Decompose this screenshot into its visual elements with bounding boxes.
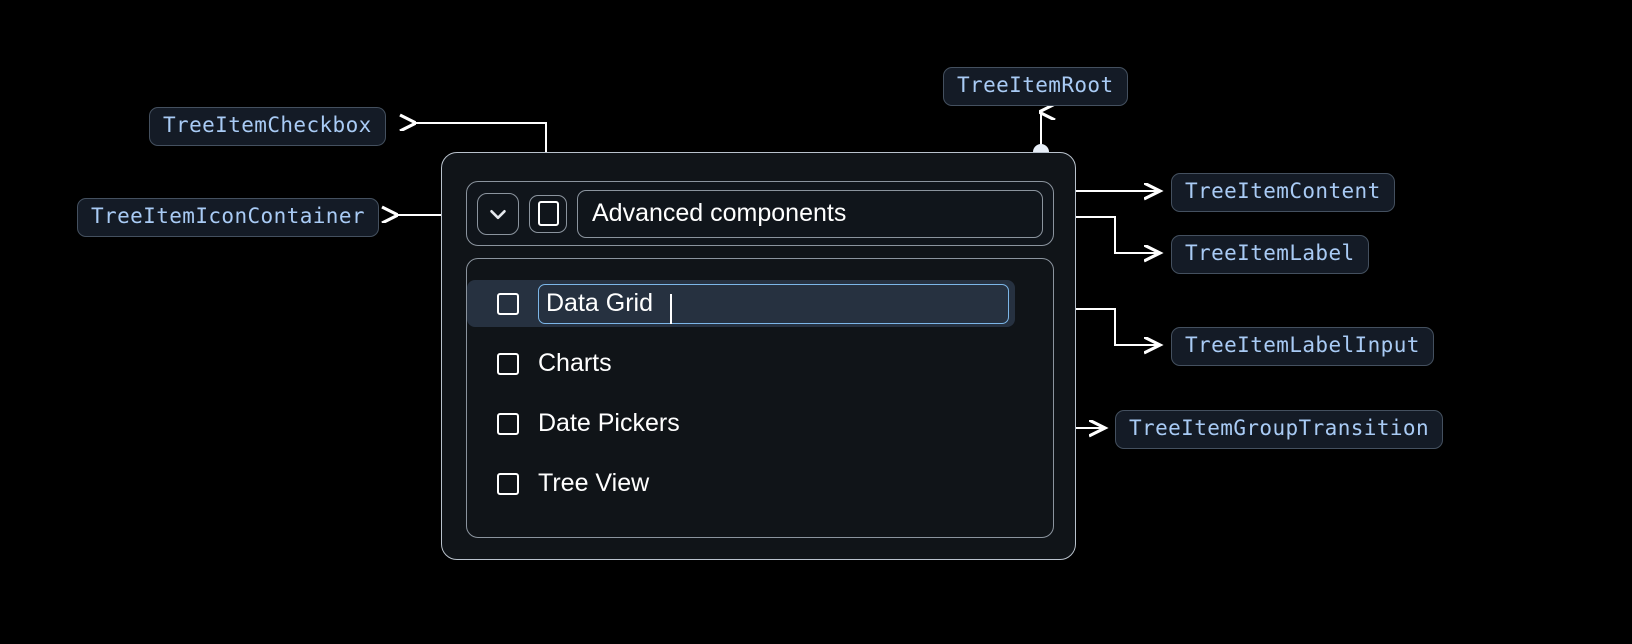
annotation-chip-checkbox: TreeItemCheckbox <box>149 107 386 146</box>
annotation-chip-label-input: TreeItemLabelInput <box>1171 327 1434 366</box>
tree-item-checkbox-date-pickers[interactable] <box>497 412 519 435</box>
tree-item-checkbox-charts[interactable] <box>497 352 519 375</box>
tree-item-label-tree-view: Tree View <box>538 469 650 497</box>
tree-item-label[interactable]: Advanced components <box>577 189 1043 238</box>
tree-item-group-transition: Charts Date Pickers Tree View <box>466 258 1054 538</box>
tree-item-icon-container[interactable] <box>477 192 519 235</box>
tree-item-checkbox[interactable] <box>529 194 567 233</box>
tree-item-label-text: Advanced components <box>592 199 847 227</box>
tree-item-data-grid[interactable] <box>467 280 1015 327</box>
checkbox-square-icon <box>537 201 559 226</box>
tree-item-charts[interactable]: Charts <box>467 340 1053 387</box>
annotation-chip-root: TreeItemRoot <box>943 67 1128 106</box>
tree-item-content[interactable]: Advanced components <box>466 181 1054 246</box>
annotation-label: TreeItemIconContainer <box>91 204 365 228</box>
annotation-label: TreeItemLabelInput <box>1185 333 1420 357</box>
annotation-label: TreeItemGroupTransition <box>1129 416 1429 440</box>
annotation-chip-icon-container: TreeItemIconContainer <box>77 198 379 237</box>
tree-item-checkbox-tree-view[interactable] <box>497 472 519 495</box>
annotation-chip-content: TreeItemContent <box>1171 173 1395 212</box>
tree-item-root[interactable]: Advanced components Charts Date Pickers … <box>441 152 1076 560</box>
annotation-label: TreeItemRoot <box>957 73 1114 97</box>
annotation-chip-group-transition: TreeItemGroupTransition <box>1115 410 1443 449</box>
tree-item-label-charts: Charts <box>538 349 612 377</box>
tree-item-checkbox-data-grid[interactable] <box>497 292 519 315</box>
annotation-label: TreeItemLabel <box>1185 241 1355 265</box>
chevron-down-icon <box>490 209 506 219</box>
tree-item-tree-view[interactable]: Tree View <box>467 460 1053 507</box>
annotation-label: TreeItemCheckbox <box>163 113 372 137</box>
tree-item-label-input[interactable] <box>538 283 1009 324</box>
tree-item-date-pickers[interactable]: Date Pickers <box>467 400 1053 447</box>
annotation-label: TreeItemContent <box>1185 179 1381 203</box>
annotation-chip-label: TreeItemLabel <box>1171 235 1369 274</box>
text-cursor <box>670 294 672 324</box>
tree-item-label-date-pickers: Date Pickers <box>538 409 680 437</box>
